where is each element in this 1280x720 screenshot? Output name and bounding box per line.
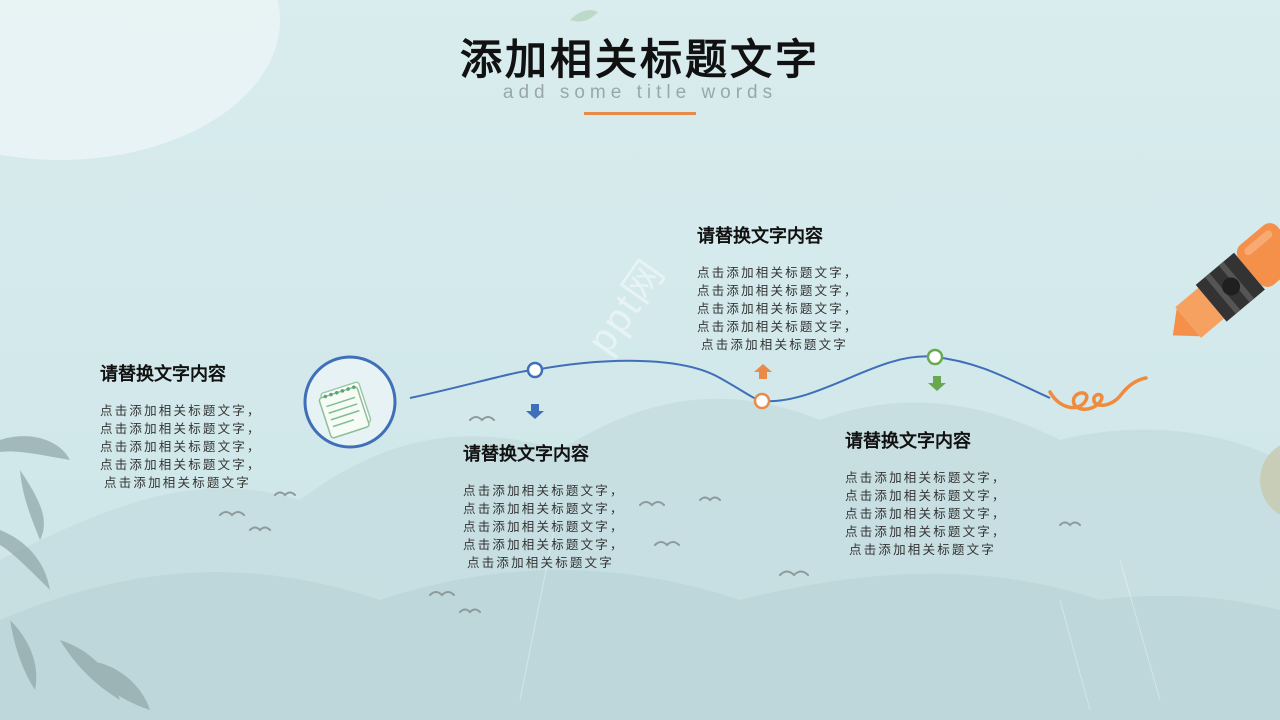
- card-text-line: 点击添加相关标题文字，: [697, 301, 859, 316]
- card-text-line: 点击添加相关标题文字，: [697, 283, 859, 298]
- card-text-line: 点击添加相关标题文字: [467, 555, 615, 570]
- card-text-line: 点击添加相关标题文字，: [845, 488, 1007, 503]
- card-text-line: 点击添加相关标题文字，: [697, 319, 859, 334]
- title-underline: [584, 112, 696, 115]
- timeline-card-2: 请替换文字内容 点击添加相关标题文字， 点击添加相关标题文字， 点击添加相关标题…: [463, 440, 643, 572]
- card-text-line: 点击添加相关标题文字，: [100, 421, 262, 436]
- arrow-up-icon: [754, 364, 772, 379]
- arrow-down-icon: [526, 404, 544, 419]
- card-text-line: 点击添加相关标题文字，: [463, 519, 625, 534]
- card-text-line: 点击添加相关标题文字，: [845, 506, 1007, 521]
- card-text-line: 点击添加相关标题文字: [104, 475, 252, 490]
- card-title: 请替换文字内容: [100, 364, 226, 385]
- timeline-card-4: 请替换文字内容 点击添加相关标题文字， 点击添加相关标题文字， 点击添加相关标题…: [845, 427, 1025, 559]
- card-title: 请替换文字内容: [697, 226, 823, 247]
- card-title: 请替换文字内容: [463, 444, 589, 465]
- card-text-line: 点击添加相关标题文字，: [463, 537, 625, 552]
- card-text-line: 点击添加相关标题文字，: [463, 501, 625, 516]
- notepad-icon: [303, 355, 397, 449]
- card-text-line: 点击添加相关标题文字，: [100, 439, 262, 454]
- card-text-line: 点击添加相关标题文字，: [845, 470, 1007, 485]
- timeline-card-3: 请替换文字内容 点击添加相关标题文字， 点击添加相关标题文字， 点击添加相关标题…: [697, 222, 877, 354]
- timeline-node-2: [753, 392, 771, 410]
- card-text-line: 点击添加相关标题文字，: [100, 403, 262, 418]
- page-title: 添加相关标题文字: [459, 35, 820, 84]
- page-subtitle: add some title words: [502, 82, 778, 103]
- timeline-node-3: [926, 348, 944, 366]
- timeline-curve: [409, 355, 1051, 403]
- card-text-line: 点击添加相关标题文字，: [697, 265, 859, 280]
- timeline-card-1: 请替换文字内容 点击添加相关标题文字， 点击添加相关标题文字， 点击添加相关标题…: [100, 360, 280, 492]
- card-text-line: 点击添加相关标题文字，: [100, 457, 262, 472]
- crayon-icon: [1172, 223, 1280, 338]
- timeline-node-1: [526, 361, 544, 379]
- card-text-line: 点击添加相关标题文字，: [463, 483, 625, 498]
- arrow-down-icon: [928, 376, 946, 391]
- crayon-scribble: [1048, 376, 1148, 411]
- card-text-line: 点击添加相关标题文字: [701, 337, 849, 352]
- card-text-line: 点击添加相关标题文字: [849, 542, 997, 557]
- card-text-line: 点击添加相关标题文字，: [845, 524, 1007, 539]
- card-title: 请替换文字内容: [845, 431, 971, 452]
